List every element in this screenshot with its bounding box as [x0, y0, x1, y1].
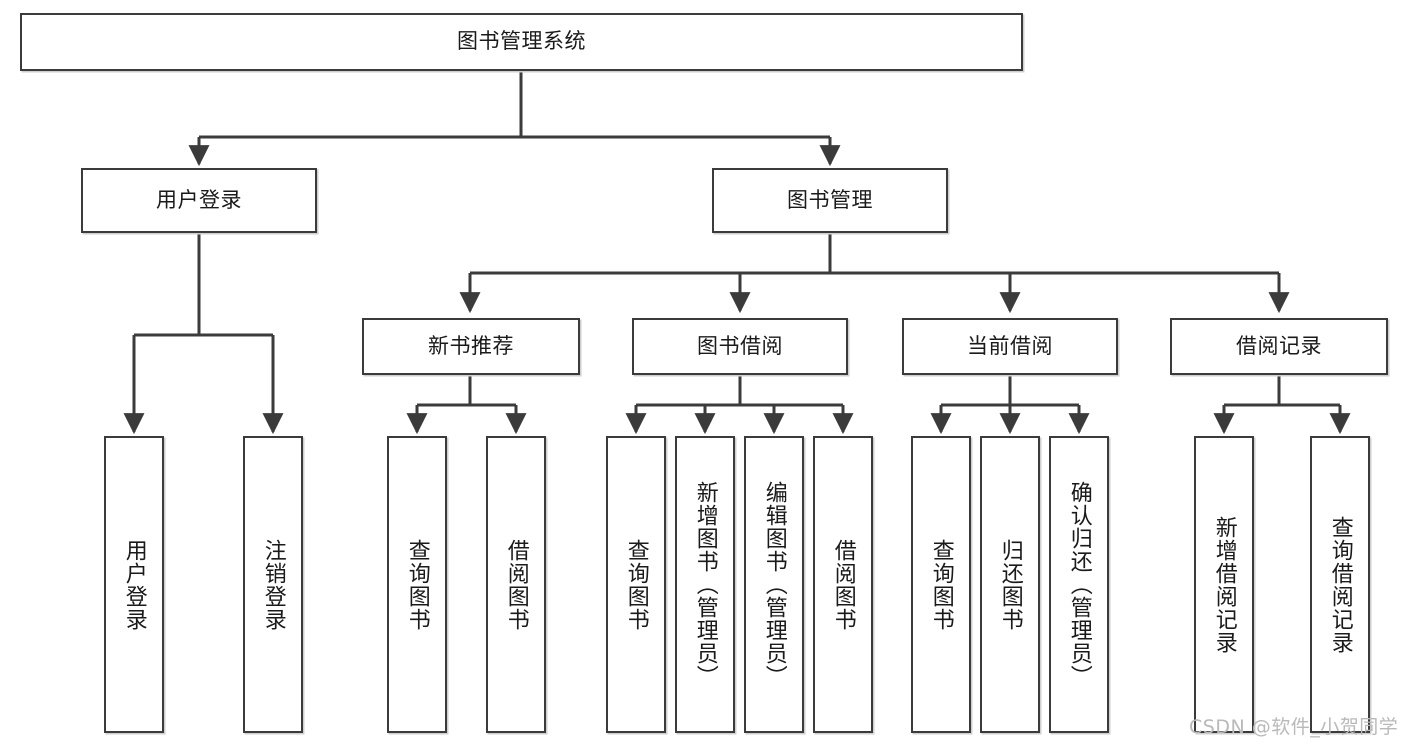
- node-user-login-label: 用户登录: [156, 187, 242, 212]
- node-leaf-logout-label: 注销登录: [260, 538, 286, 631]
- node-leaf-confirm-return-admin[interactable]: 确认归还（管理员）: [1049, 436, 1109, 733]
- node-leaf-add-record-label: 新增借阅记录: [1211, 515, 1237, 654]
- node-book-manage-label: 图书管理: [787, 187, 873, 212]
- node-book-borrow[interactable]: 图书借阅: [632, 318, 848, 375]
- node-borrow-record-label: 借阅记录: [1236, 333, 1322, 358]
- node-root-label: 图书管理系统: [457, 29, 586, 54]
- node-leaf-user-login-label: 用户登录: [121, 538, 147, 631]
- node-leaf-borrow-book-2[interactable]: 借阅图书: [813, 436, 873, 733]
- node-new-book-rec[interactable]: 新书推荐: [362, 318, 580, 375]
- node-new-book-rec-label: 新书推荐: [428, 333, 514, 358]
- node-leaf-query-record-label: 查询借阅记录: [1327, 515, 1353, 654]
- node-current-borrow[interactable]: 当前借阅: [902, 318, 1118, 375]
- node-leaf-confirm-return-admin-label: 确认归还（管理员）: [1066, 481, 1092, 688]
- node-leaf-add-book-admin-label: 新增图书（管理员）: [692, 481, 718, 688]
- node-leaf-user-login[interactable]: 用户登录: [104, 436, 164, 733]
- node-leaf-edit-book-admin[interactable]: 编辑图书（管理员）: [744, 436, 804, 733]
- node-leaf-add-record[interactable]: 新增借阅记录: [1194, 436, 1254, 733]
- node-leaf-return-book[interactable]: 归还图书: [980, 436, 1040, 733]
- node-leaf-return-book-label: 归还图书: [997, 538, 1023, 631]
- node-user-login[interactable]: 用户登录: [81, 168, 317, 233]
- node-leaf-query-book-1[interactable]: 查询图书: [387, 436, 447, 733]
- node-book-borrow-label: 图书借阅: [697, 333, 783, 358]
- node-leaf-query-book-3[interactable]: 查询图书: [911, 436, 971, 733]
- node-current-borrow-label: 当前借阅: [967, 333, 1053, 358]
- watermark-text: CSDN @软件_小贺同学: [1189, 716, 1399, 738]
- node-root[interactable]: 图书管理系统: [20, 13, 1023, 71]
- node-leaf-edit-book-admin-label: 编辑图书（管理员）: [761, 481, 787, 688]
- node-borrow-record[interactable]: 借阅记录: [1170, 318, 1388, 375]
- node-leaf-borrow-book-2-label: 借阅图书: [830, 538, 856, 631]
- node-book-manage[interactable]: 图书管理: [712, 168, 948, 233]
- node-leaf-borrow-book-1[interactable]: 借阅图书: [486, 436, 546, 733]
- node-leaf-borrow-book-1-label: 借阅图书: [503, 538, 529, 631]
- node-leaf-add-book-admin[interactable]: 新增图书（管理员）: [675, 436, 735, 733]
- node-leaf-query-book-1-label: 查询图书: [404, 538, 430, 631]
- node-leaf-query-record[interactable]: 查询借阅记录: [1310, 436, 1370, 733]
- node-leaf-logout[interactable]: 注销登录: [243, 436, 303, 733]
- node-leaf-query-book-2-label: 查询图书: [623, 538, 649, 631]
- node-leaf-query-book-3-label: 查询图书: [928, 538, 954, 631]
- node-leaf-query-book-2[interactable]: 查询图书: [606, 436, 666, 733]
